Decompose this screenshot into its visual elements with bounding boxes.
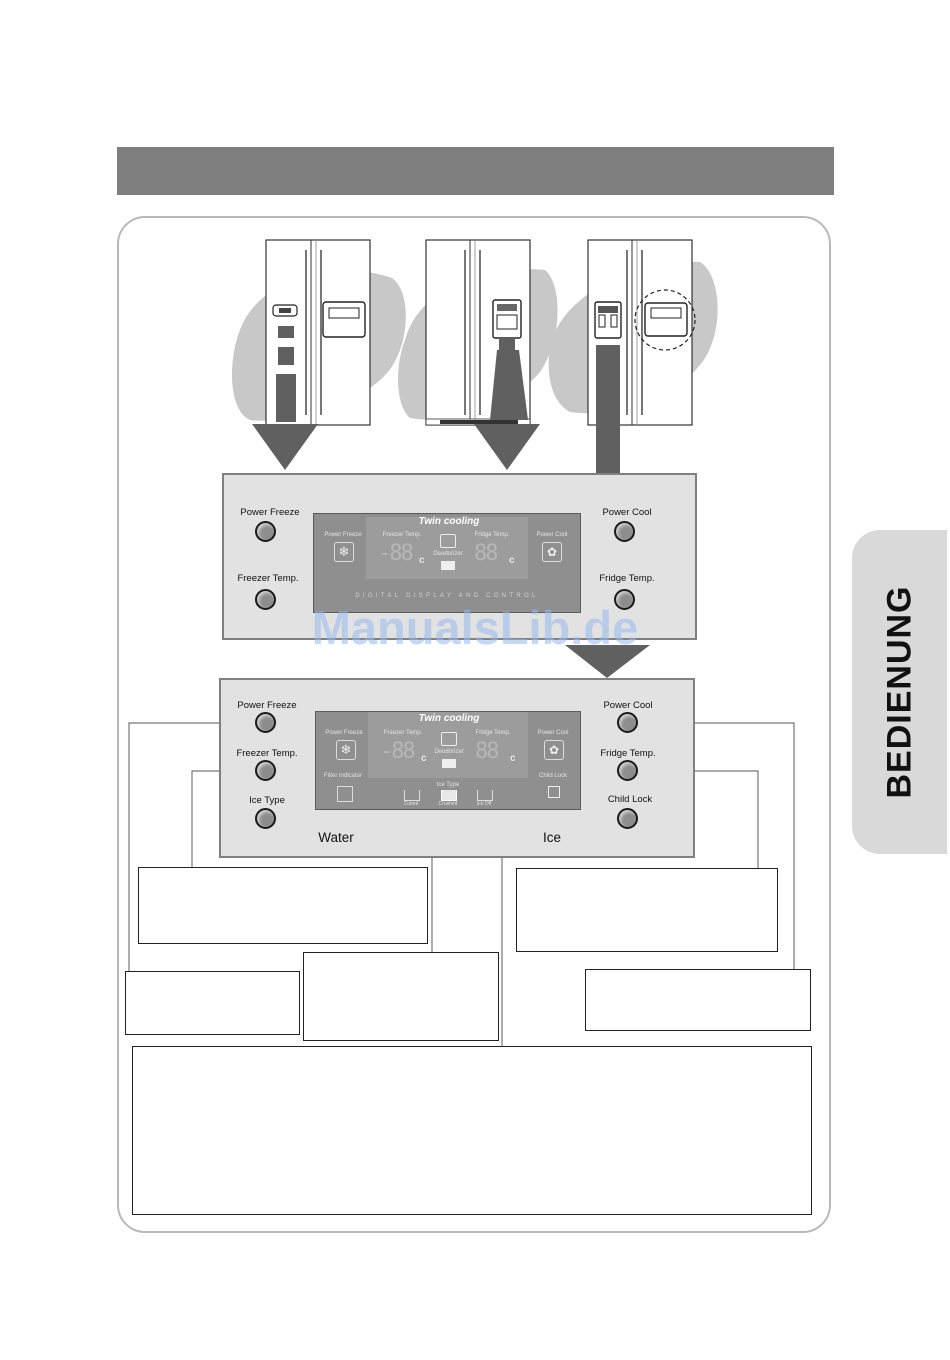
display-fridge-temp: Fridge Temp. [474, 532, 510, 538]
display-crushed: Crushed [438, 801, 458, 807]
display-fridge-temp-2: Fridge Temp. [475, 730, 511, 736]
cubed-ice-icon [404, 790, 420, 801]
display-power-cool-2: Power Cool [537, 730, 569, 736]
freezer-unit-2: c [421, 753, 427, 764]
crushed-ice-icon [441, 790, 457, 801]
deodorizer-wave-icon [441, 561, 455, 570]
ice-type-button[interactable] [255, 808, 276, 829]
power-cool-button[interactable] [614, 521, 635, 542]
display-power-freeze-2: Power Freeze [325, 730, 363, 736]
display-power-freeze: Power Freeze [324, 532, 362, 538]
twin-cooling-title: Twin cooling [418, 516, 480, 527]
child-lock-button[interactable] [617, 808, 638, 829]
freezer-temp-button[interactable] [255, 589, 276, 610]
fridge-temp-button-2[interactable] [617, 760, 638, 781]
fridge-unit-2: c [510, 753, 516, 764]
ice-off-icon [477, 790, 493, 801]
fridge-temp-label: Fridge Temp. [599, 573, 655, 584]
power-cool-button-2[interactable] [617, 712, 638, 733]
fridge-temp-button[interactable] [614, 589, 635, 610]
freezer-temp-button-2[interactable] [255, 760, 276, 781]
fridge-digits-2: 88 [475, 739, 499, 764]
deodorizer-icon [440, 534, 456, 548]
power-cool-label-2: Power Cool [603, 700, 653, 711]
power-freeze-button[interactable] [255, 521, 276, 542]
callout-box-child-lock [132, 1046, 812, 1215]
ice-type-label: Ice Type [249, 795, 285, 806]
display-cubed: Cubed [403, 801, 419, 807]
power-freeze-label: Power Freeze [240, 507, 300, 518]
display-deodorizer: Deodorizer [433, 551, 463, 557]
fridge-temp-label-2: Fridge Temp. [600, 748, 656, 759]
freezer-digits: -88 [378, 541, 414, 566]
snowflake-icon-2: ❄ [336, 740, 356, 760]
leaf-icon-2: ✿ [544, 740, 564, 760]
power-freeze-label-2: Power Freeze [237, 700, 297, 711]
callout-box-fridge-temp [516, 868, 778, 952]
leaf-icon: ✿ [542, 542, 562, 562]
display-ice-off: Ice Off [476, 801, 492, 807]
freezer-unit: c [419, 555, 425, 566]
power-freeze-button-2[interactable] [255, 712, 276, 733]
freezer-temp-label-2: Freezer Temp. [236, 748, 298, 759]
filter-icon [337, 786, 353, 802]
section-header-bar [117, 147, 834, 195]
display-ice-type: Ice Type [436, 782, 460, 788]
freezer-digits-2: -88 [380, 739, 416, 764]
chapter-tab-label: BEDIENUNG [880, 585, 918, 799]
callout-box-power-cool [585, 969, 811, 1031]
display-deodorizer-2: Deodorizer [434, 749, 464, 755]
deodorizer-wave-icon-2 [442, 759, 456, 768]
display-freezer-temp: Freezer Temp. [382, 532, 422, 538]
display-filter-indicator: Filter Indicator [323, 773, 363, 779]
fridge-digits: 88 [474, 541, 498, 566]
ice-zone-label: Ice [542, 830, 562, 845]
lock-icon [548, 786, 560, 798]
display-caption: DIGITAL DISPLAY AND CONTROL [355, 593, 539, 599]
child-lock-label: Child Lock [607, 794, 653, 805]
callout-box-freezer-temp [138, 867, 428, 944]
fridge-unit: c [509, 555, 515, 566]
deodorizer-icon-2 [441, 732, 457, 746]
display-freezer-temp-2: Freezer Temp. [383, 730, 423, 736]
chapter-tab: BEDIENUNG [852, 530, 947, 854]
watermark: ManualsLib.de [311, 601, 639, 654]
snowflake-icon: ❄ [334, 542, 354, 562]
water-zone-label: Water [318, 830, 354, 845]
power-cool-label: Power Cool [602, 507, 652, 518]
twin-cooling-title-2: Twin cooling [418, 713, 480, 724]
callout-box-ice-type [303, 952, 499, 1041]
freezer-temp-label: Freezer Temp. [237, 573, 299, 584]
display-child-lock: Child Lock [538, 773, 568, 779]
callout-box-power-freeze [125, 971, 300, 1035]
display-power-cool: Power Cool [536, 532, 568, 538]
